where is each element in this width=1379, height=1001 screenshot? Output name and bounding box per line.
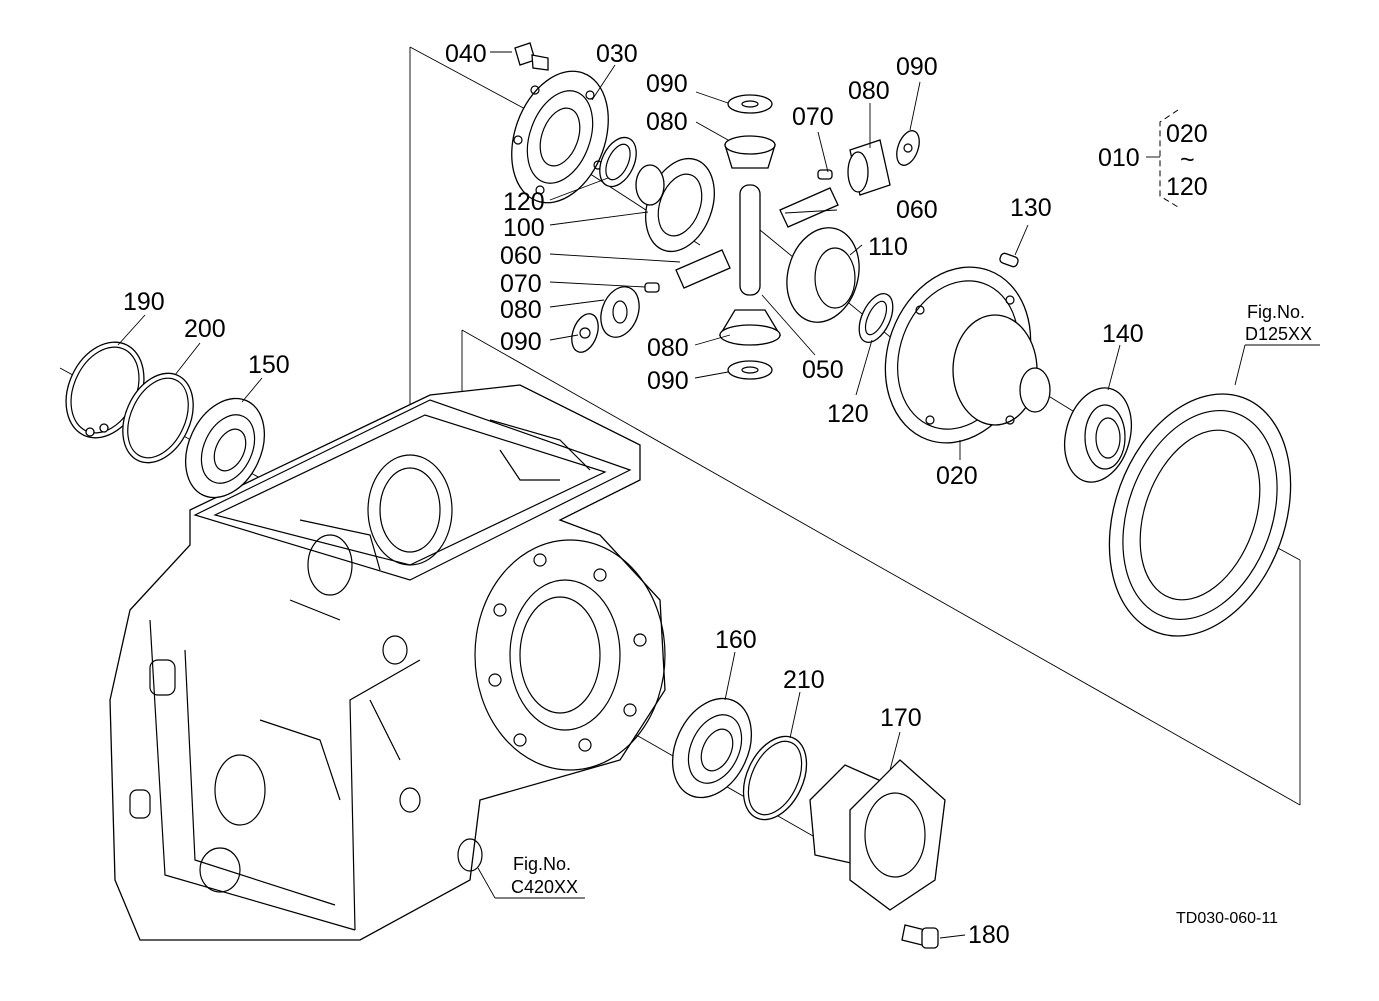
part-120-shim-lower[interactable]	[852, 289, 899, 348]
callout-080: 080	[647, 334, 689, 362]
part-050-pinion-shaft[interactable]	[739, 184, 761, 296]
callout-190: 190	[123, 288, 165, 316]
callout-040: 040	[445, 40, 487, 68]
part-160-bearing[interactable]	[657, 686, 766, 811]
part-150-bearing[interactable]	[170, 386, 279, 511]
group-parent: 010	[1098, 144, 1140, 172]
part-180-bolt[interactable]	[901, 924, 939, 949]
figure-ref-label: Fig.No.	[513, 854, 571, 874]
callout-210: 210	[783, 666, 825, 694]
part-140-bearing[interactable]	[1055, 380, 1142, 489]
group-note: 010 020 ~ 120	[1098, 120, 1208, 201]
part-070-key-right[interactable]	[817, 169, 833, 180]
leader-lines	[117, 51, 1320, 939]
transmission-case	[109, 384, 666, 941]
part-080-pinion-top[interactable]	[724, 135, 776, 169]
part-120-shim-upper[interactable]	[593, 132, 644, 193]
callout-170: 170	[880, 704, 922, 732]
figure-ref-d125xx[interactable]: Fig.No. D125XX	[1245, 302, 1312, 344]
ring-gear	[1108, 393, 1292, 637]
part-090-washer-left[interactable]	[567, 310, 603, 356]
figure-ref-label: Fig.No.	[1247, 302, 1305, 322]
callout-130: 130	[1010, 194, 1052, 222]
part-090-washer-right[interactable]	[892, 128, 923, 169]
part-020-diff-case[interactable]	[861, 246, 1054, 463]
part-090-washer-top[interactable]	[727, 94, 773, 114]
part-060-pin-left[interactable]	[675, 249, 731, 289]
callout-160: 160	[715, 626, 757, 654]
callout-labels: 040 030 090 080 070 080 090 120 100 060 …	[123, 40, 1144, 949]
callout-110: 110	[868, 233, 908, 261]
callout-070: 070	[500, 270, 542, 298]
callout-080: 080	[848, 77, 890, 105]
drawing-code: TD030-060-11	[1176, 910, 1278, 927]
part-080-pinion-bottom[interactable]	[718, 309, 782, 346]
part-070-key-left[interactable]	[644, 282, 660, 293]
figure-ref-code[interactable]: C420XX	[511, 877, 578, 897]
part-080-pinion-left[interactable]	[594, 281, 646, 342]
part-200-ring[interactable]	[109, 362, 207, 474]
callout-080: 080	[500, 296, 542, 324]
part-080-pinion-right[interactable]	[847, 139, 891, 196]
part-170-housing[interactable]	[809, 759, 946, 911]
callout-090: 090	[500, 328, 542, 356]
callout-120: 120	[827, 400, 869, 428]
part-110-side-gear[interactable]	[777, 220, 869, 331]
callout-120: 120	[503, 188, 545, 216]
callout-060: 060	[500, 242, 542, 270]
callout-090: 090	[646, 70, 688, 98]
callout-140: 140	[1102, 320, 1144, 348]
part-130-pin[interactable]	[999, 252, 1019, 268]
part-060-pin-right[interactable]	[779, 187, 839, 228]
part-040-bolt[interactable]	[514, 42, 549, 71]
part-100-side-gear[interactable]	[634, 149, 727, 261]
callout-090: 090	[896, 53, 938, 81]
callout-080: 080	[646, 108, 688, 136]
callout-180: 180	[968, 921, 1010, 949]
callout-020: 020	[936, 462, 978, 490]
callout-030: 030	[596, 40, 638, 68]
group-range-symbol: ~	[1180, 146, 1195, 174]
callout-090: 090	[647, 367, 689, 395]
group-range-start: 020	[1166, 120, 1208, 148]
part-190-snap-ring[interactable]	[51, 329, 159, 450]
callout-060: 060	[896, 196, 938, 224]
group-range-end: 120	[1166, 173, 1208, 201]
callout-150: 150	[248, 351, 290, 379]
callout-200: 200	[184, 315, 226, 343]
callout-100: 100	[503, 214, 545, 242]
part-090-washer-bottom[interactable]	[727, 360, 773, 380]
figure-ref-code[interactable]: D125XX	[1245, 324, 1312, 344]
figure-ref-c420xx[interactable]: Fig.No. C420XX	[511, 854, 578, 897]
callout-050: 050	[802, 356, 844, 384]
part-030-diff-cover[interactable]	[494, 58, 625, 217]
callout-070: 070	[792, 103, 834, 131]
part-210-ring[interactable]	[731, 726, 819, 829]
